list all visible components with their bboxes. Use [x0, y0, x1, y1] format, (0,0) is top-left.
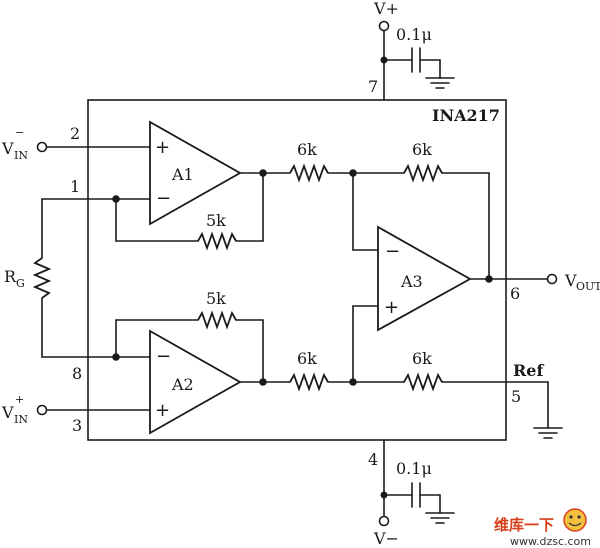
watermark-logo-icon	[563, 508, 587, 532]
r-a1-feedback	[197, 231, 237, 251]
amplifier-a3: − + A3	[377, 225, 472, 332]
vin-neg-terminal	[36, 141, 48, 153]
pin-7-label: 7	[368, 77, 378, 96]
vplus-label: V+	[373, 0, 399, 18]
r-a2-feedback	[197, 310, 237, 330]
vout-sub: OUT	[576, 280, 600, 293]
pin-1-label: 1	[70, 177, 80, 196]
r-a2-fb-label: 5k	[206, 289, 226, 308]
watermark: 维库一下 www.dzsc.com	[494, 508, 591, 548]
vplus-terminal	[378, 20, 390, 32]
amplifier-a1: + − A1	[149, 120, 242, 226]
a3-label: A3	[400, 272, 423, 291]
pin-5-label: 5	[511, 387, 521, 406]
vin-neg-sup: −	[15, 126, 24, 139]
top-supply: V+ 0.1μ 7	[368, 0, 455, 101]
a2-label: A2	[171, 375, 194, 394]
chip-outline	[87, 99, 507, 441]
r-a1-fb-label: 5k	[206, 211, 226, 230]
vin-positive: V IN + 3	[1, 393, 151, 435]
r-a2-out-label: 6k	[297, 349, 317, 368]
vminus-label: V−	[373, 529, 399, 548]
vout-main: V	[564, 271, 577, 290]
r-a1-output	[289, 163, 329, 183]
vout-terminal	[546, 273, 558, 285]
vin-negative: V IN − 2	[1, 124, 151, 162]
pin-4-label: 4	[368, 450, 378, 469]
vin-pos-sup: +	[15, 393, 24, 406]
a3-plus-sign: +	[384, 297, 399, 318]
cap-bottom-label: 0.1μ	[396, 459, 432, 478]
r-a3-fb-label: 6k	[412, 140, 432, 159]
a3-minus-sign: −	[385, 241, 400, 262]
amplifier-a2: − + A2	[149, 329, 242, 435]
pin-8-label: 8	[72, 364, 82, 383]
r-a3-ref	[403, 372, 443, 392]
a1-minus-sign: −	[156, 188, 171, 209]
pin-3-label: 3	[72, 416, 82, 435]
vin-pos-main: V	[1, 403, 14, 422]
r-a1-out-label: 6k	[297, 140, 317, 159]
vin-neg-main: V	[1, 139, 14, 158]
pin-2-label: 2	[70, 124, 80, 143]
chip-name: INA217	[432, 106, 500, 125]
a2-minus-sign: −	[156, 346, 171, 367]
watermark-url: www.dzsc.com	[510, 535, 591, 548]
rg-resistor: R G 1 8	[4, 177, 117, 383]
vin-pos-terminal	[36, 404, 48, 416]
a2-plus-sign: +	[155, 400, 170, 421]
rg-main: R	[4, 267, 17, 286]
watermark-brand: 维库一下	[494, 516, 554, 534]
ref-label: Ref	[513, 361, 544, 380]
r-a3-ref-label: 6k	[412, 349, 432, 368]
a1-plus-sign: +	[155, 137, 170, 158]
rg-sub: G	[16, 277, 25, 290]
r-a2-output	[289, 372, 329, 392]
r-a3-feedback	[403, 163, 443, 183]
pin-6-label: 6	[510, 284, 520, 303]
a1-label: A1	[171, 165, 194, 184]
vin-pos-sub: IN	[14, 413, 28, 426]
bottom-supply: 4 0.1μ V−	[368, 439, 455, 548]
vminus-terminal	[378, 515, 390, 527]
vin-neg-sub: IN	[14, 149, 28, 162]
cap-top-label: 0.1μ	[396, 25, 432, 44]
